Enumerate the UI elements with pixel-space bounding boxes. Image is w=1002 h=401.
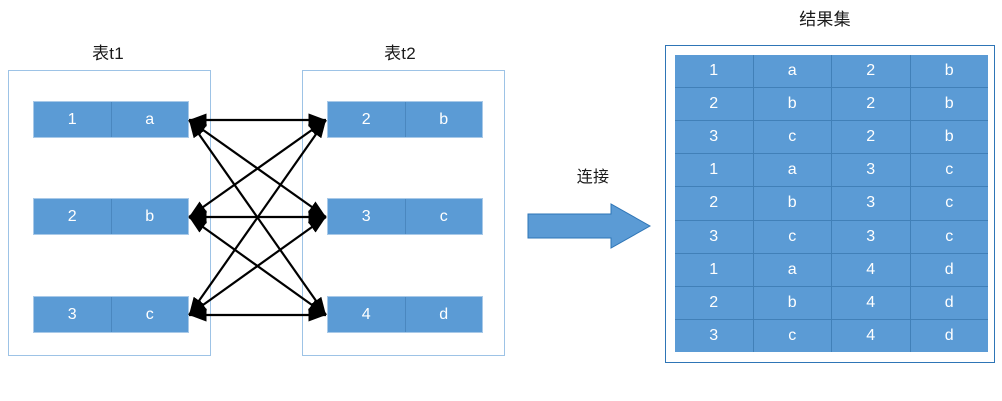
result-cell: c <box>909 220 989 253</box>
table-t2-caption: 表t2 <box>384 44 416 63</box>
result-cell: 4 <box>831 253 910 286</box>
table-row: 3 c <box>327 198 483 235</box>
result-cell: 2 <box>709 194 719 212</box>
result-cell: c <box>909 154 989 187</box>
table-t2-cell: 4 <box>361 305 371 323</box>
result-cell: 3 <box>709 128 719 146</box>
result-set-caption: 结果集 <box>799 10 851 29</box>
result-cell: b <box>752 286 832 319</box>
table-row: 1 a 4 d <box>675 252 989 286</box>
result-cell: a <box>752 55 832 88</box>
result-cell: a <box>752 253 832 286</box>
table-t2-cell: 3 <box>361 207 371 225</box>
table-row: 2 b 3 c <box>675 186 989 220</box>
result-cell: 3 <box>831 220 910 253</box>
result-cell: 3 <box>709 227 719 245</box>
table-row: 2 b <box>327 101 483 138</box>
table-row: 3 c 3 c <box>675 219 989 253</box>
result-cell: 2 <box>831 121 910 154</box>
result-cell: 4 <box>831 286 910 319</box>
table-t2-cell: 2 <box>361 110 371 128</box>
result-cell: a <box>752 154 832 187</box>
table-row: 1 a <box>33 101 189 138</box>
result-cell: c <box>909 187 989 220</box>
table-row: 2 b 4 d <box>675 285 989 319</box>
result-cell: 2 <box>831 55 910 88</box>
result-cell: 3 <box>831 187 910 220</box>
result-set-table: 1 a 2 b 2 b 2 b 3 c 2 b 1 a 3 c 2 b 3 c <box>675 55 988 352</box>
table-row: 2 b <box>33 198 189 235</box>
result-cell: b <box>909 55 989 88</box>
result-cell: c <box>752 319 832 352</box>
join-arrow-icon <box>527 203 651 249</box>
result-cell: d <box>909 286 989 319</box>
table-t1-cell: 3 <box>67 305 77 323</box>
table-t1-caption: 表t1 <box>92 44 124 63</box>
result-cell: d <box>909 253 989 286</box>
result-cell: b <box>909 121 989 154</box>
table-t1-cell: 1 <box>67 110 77 128</box>
result-cell: 2 <box>709 95 719 113</box>
result-cell: 4 <box>831 319 910 352</box>
join-operation-label: 连接 <box>576 169 610 186</box>
result-cell: 3 <box>831 154 910 187</box>
result-cell: b <box>909 88 989 121</box>
table-t1-cell: c <box>110 297 189 332</box>
result-cell: d <box>909 319 989 352</box>
table-row: 1 a 2 b <box>675 55 989 88</box>
table-t1-cell: a <box>110 102 189 137</box>
table-row: 1 a 3 c <box>675 153 989 187</box>
table-row: 3 c <box>33 296 189 333</box>
table-t2-cell: d <box>404 297 483 332</box>
table-row: 2 b 2 b <box>675 87 989 121</box>
result-cell: 1 <box>709 161 719 179</box>
result-cell: b <box>752 88 832 121</box>
result-cell: 2 <box>709 293 719 311</box>
result-cell: 2 <box>831 88 910 121</box>
table-t1-cell: b <box>110 199 189 234</box>
table-row: 3 c 4 d <box>675 318 989 352</box>
table-t2-cell: c <box>404 199 483 234</box>
table-t2-cell: b <box>404 102 483 137</box>
table-t1-cell: 2 <box>67 207 77 225</box>
result-cell: 3 <box>709 326 719 344</box>
table-row: 4 d <box>327 296 483 333</box>
result-cell: c <box>752 220 832 253</box>
table-row: 3 c 2 b <box>675 120 989 154</box>
result-cell: 1 <box>709 62 719 80</box>
result-cell: 1 <box>709 260 719 278</box>
result-cell: b <box>752 187 832 220</box>
result-cell: c <box>752 121 832 154</box>
